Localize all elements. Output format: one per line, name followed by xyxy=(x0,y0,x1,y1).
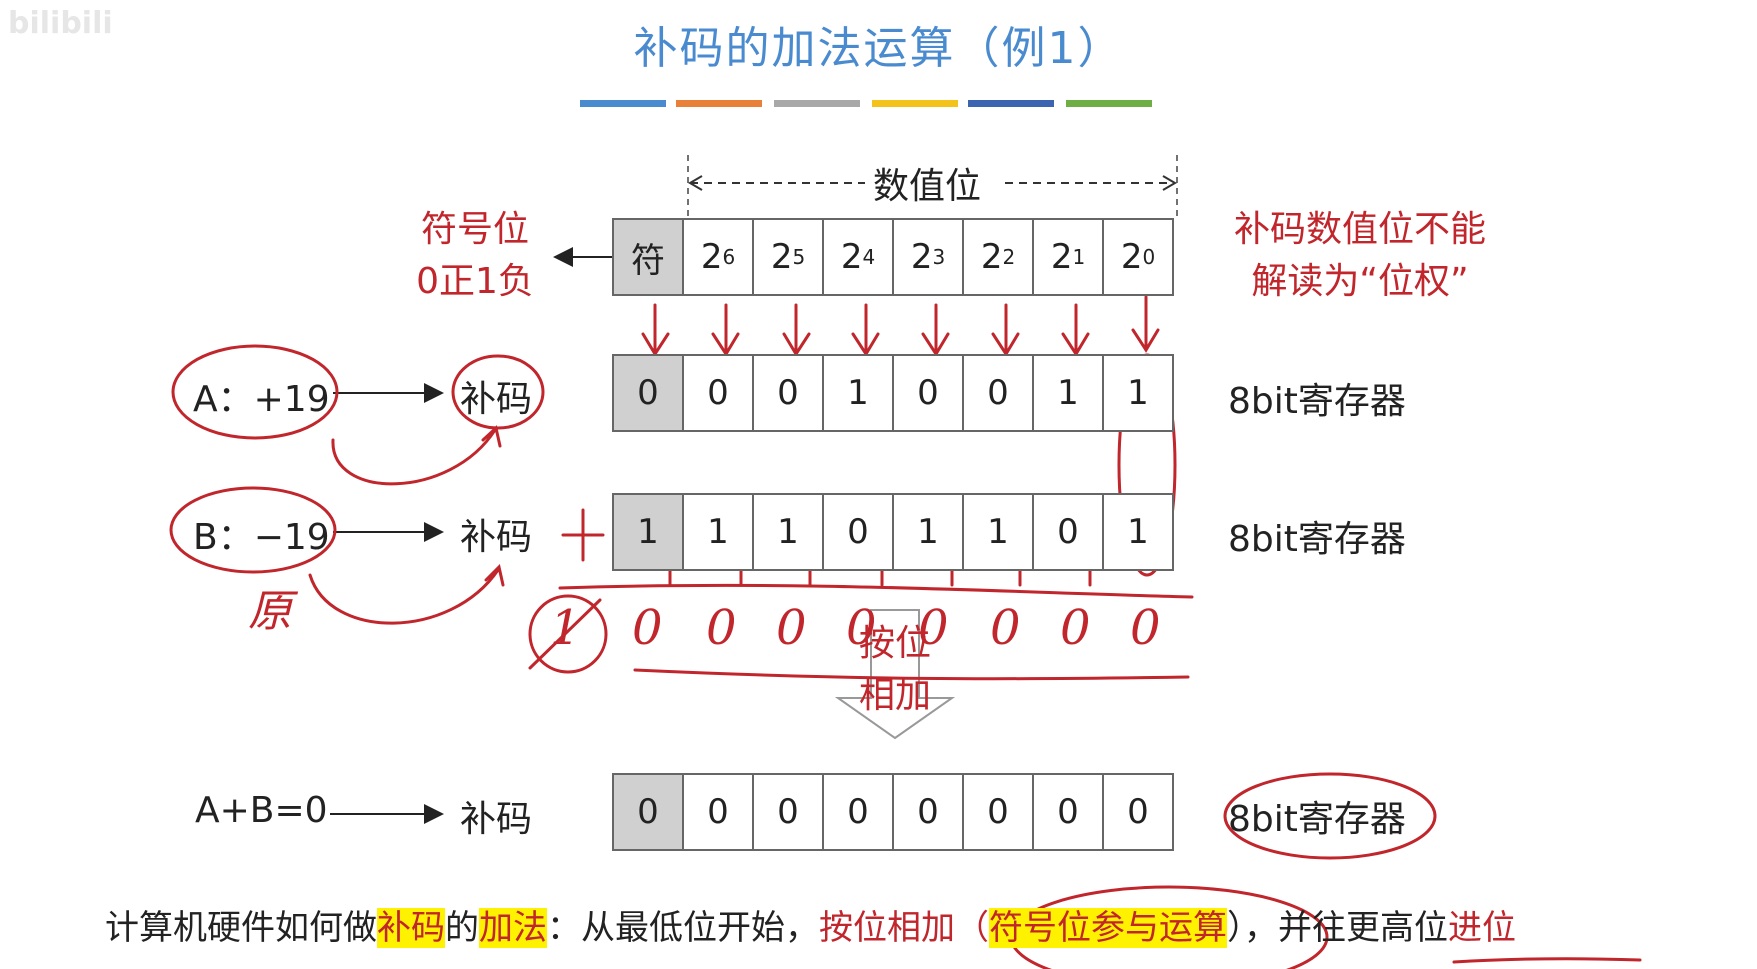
sign-bit-label: 符号位 0正1负 xyxy=(410,204,540,308)
handwritten-carry-digit: 0 xyxy=(1130,600,1161,656)
weight-base: 2 xyxy=(910,237,933,277)
title-underline-bar-3 xyxy=(774,100,860,107)
bottom-part-4: 加法 xyxy=(479,908,547,948)
weight-base: 2 xyxy=(770,237,793,277)
bit-cell: 0 xyxy=(892,773,964,851)
title-underline-bar-2 xyxy=(676,100,762,107)
bottom-part-5: ：从最低位开始， xyxy=(547,908,819,948)
row-sum-register-label: 8bit寄存器 xyxy=(1228,799,1406,840)
handwritten-carry-digit: 0 xyxy=(706,600,737,656)
sign-bit-cell: 0 xyxy=(612,773,684,851)
weight-exponent: 5 xyxy=(792,245,806,269)
row-b-label: B：−19 xyxy=(193,517,330,558)
title-underline-bar-5 xyxy=(968,100,1054,107)
handwritten-carry-digit: 0 xyxy=(846,600,877,656)
title-underline-bar-1 xyxy=(580,100,666,107)
handwritten-carry-digit: 0 xyxy=(990,600,1021,656)
weight-base: 2 xyxy=(840,237,863,277)
weight-base: 符 xyxy=(631,240,665,281)
handwritten-carry-digit: 0 xyxy=(1060,600,1091,656)
bottom-part-3: 的 xyxy=(445,908,479,948)
watermark-logo: bilibili xyxy=(8,6,113,41)
handwritten-carry-digit: 1 xyxy=(550,600,581,656)
bit-cell: 0 xyxy=(1032,493,1104,571)
sign-bit-cell: 0 xyxy=(612,354,684,432)
bit-cell: 0 xyxy=(1032,773,1104,851)
sign-bit-label-line1: 符号位 xyxy=(420,209,529,250)
row-b-code-label: 补码 xyxy=(460,517,533,558)
value-bits-label: 数值位 xyxy=(873,166,982,207)
weight-note: 补码数值位不能 解读为“位权” xyxy=(1215,204,1505,308)
bit-cell: 1 xyxy=(962,493,1034,571)
bitwise-add-label-line1: 按位 xyxy=(858,623,931,664)
weight-base: 2 xyxy=(980,237,1003,277)
weight-exponent: 3 xyxy=(932,245,946,269)
row-sum-label: A+B=0 xyxy=(195,790,328,831)
bottom-part-10: 进位 xyxy=(1448,908,1516,948)
bottom-part-2: 补码 xyxy=(377,908,445,948)
weight-exponent: 4 xyxy=(862,245,876,269)
bit-cell: 1 xyxy=(1032,354,1104,432)
bit-cell: 0 xyxy=(682,354,754,432)
weight-exponent: 1 xyxy=(1072,245,1086,269)
bitwise-add-label-line2: 相加 xyxy=(858,675,931,716)
weight-base: 2 xyxy=(1120,237,1143,277)
bit-cell: 1 xyxy=(1102,493,1174,571)
sign-weight-cell: 符 xyxy=(612,218,684,296)
handwritten-carry-digit: 0 xyxy=(776,600,807,656)
weight-base: 2 xyxy=(1050,237,1073,277)
bottom-part-6: 按位相加 xyxy=(819,908,955,948)
bottom-part-8: 符号位参与运算 xyxy=(989,908,1227,948)
weight-exponent: 2 xyxy=(1002,245,1016,269)
bottom-part-9: ），并往更高位 xyxy=(1227,908,1448,948)
bit-cell: 0 xyxy=(962,354,1034,432)
row-a-code-label: 补码 xyxy=(460,379,533,420)
bit-cell: 1 xyxy=(752,493,824,571)
bit-cell: 0 xyxy=(822,773,894,851)
weight-note-line2: 解读为“位权” xyxy=(1251,261,1469,302)
bit-cell: 0 xyxy=(1102,773,1174,851)
handwritten-carry-digit: 0 xyxy=(918,600,949,656)
slide-title: 补码的加法运算（例1） xyxy=(633,23,1124,74)
weight-base: 2 xyxy=(700,237,723,277)
bit-cell: 1 xyxy=(1102,354,1174,432)
bottom-part-1: 计算机硬件如何做 xyxy=(105,908,377,948)
handwritten-carry-digit: 0 xyxy=(632,600,663,656)
bottom-sentence: 计算机硬件如何做补码的加法：从最低位开始，按位相加（符号位参与运算），并往更高位… xyxy=(105,900,1516,949)
row-a-label: A：+19 xyxy=(193,379,330,420)
row-b-register-label: 8bit寄存器 xyxy=(1228,519,1406,560)
sign-bit-cell: 1 xyxy=(612,493,684,571)
bit-cell: 1 xyxy=(892,493,964,571)
handwritten-yuan: 原 xyxy=(248,586,292,637)
bit-cell: 0 xyxy=(822,493,894,571)
bit-cell: 0 xyxy=(752,354,824,432)
bottom-part-7: （ xyxy=(955,908,989,948)
weight-exponent: 0 xyxy=(1142,245,1156,269)
bit-cell: 0 xyxy=(682,773,754,851)
sign-bit-label-line2: 0正1负 xyxy=(416,261,534,302)
bit-cell: 1 xyxy=(682,493,754,571)
title-underline-bar-4 xyxy=(872,100,958,107)
bit-cell: 1 xyxy=(822,354,894,432)
bit-cell: 0 xyxy=(752,773,824,851)
bit-cell: 0 xyxy=(892,354,964,432)
bitwise-add-label: 按位 相加 xyxy=(842,618,948,722)
row-sum-code-label: 补码 xyxy=(460,799,533,840)
row-a-register-label: 8bit寄存器 xyxy=(1228,381,1406,422)
weight-exponent: 6 xyxy=(722,245,736,269)
weight-note-line1: 补码数值位不能 xyxy=(1233,209,1486,250)
bit-cell: 0 xyxy=(962,773,1034,851)
title-underline-bar-6 xyxy=(1066,100,1152,107)
